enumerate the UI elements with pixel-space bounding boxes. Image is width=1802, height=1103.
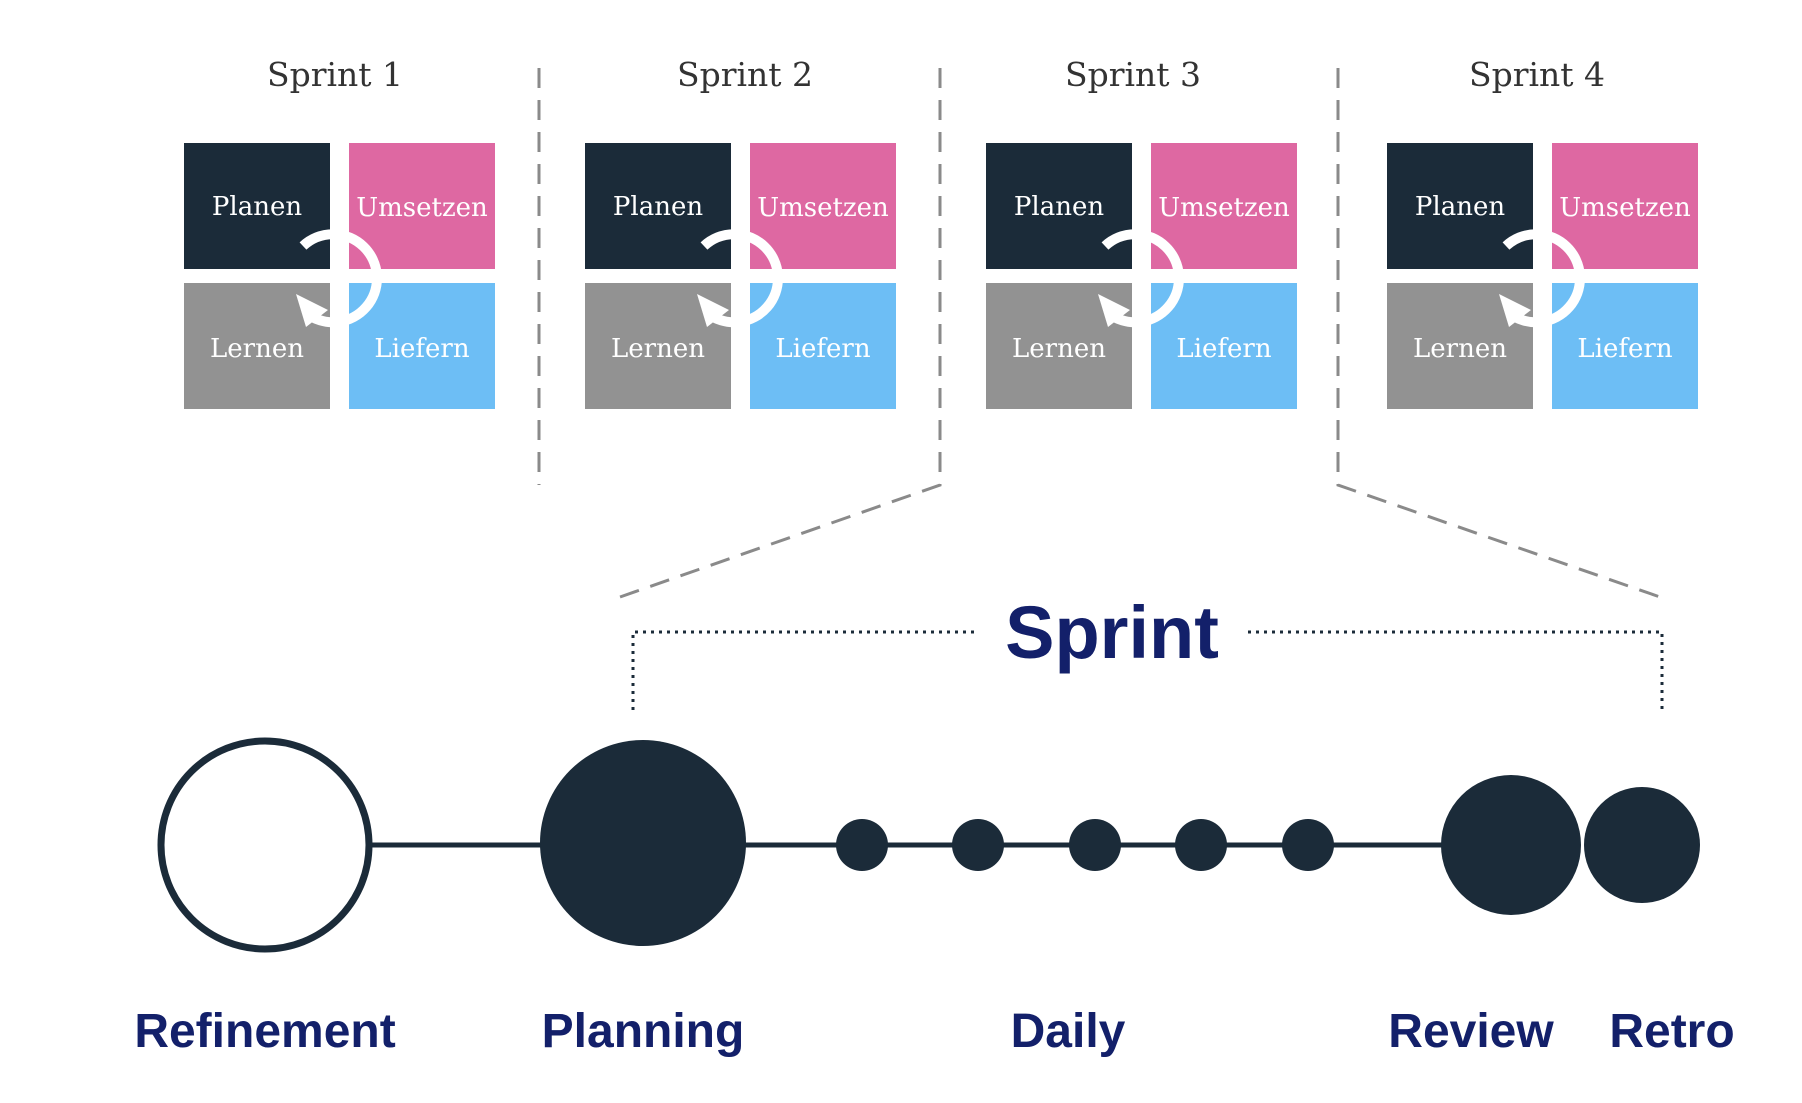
quadrant-label-learn: Lernen [1413, 334, 1507, 364]
quadrant-label-deliver: Liefern [1176, 334, 1271, 364]
divider-2-zoom-left [619, 68, 942, 599]
quadrant-label-plan: Planen [1014, 192, 1104, 222]
sprint-bracket-label: Sprint [1005, 591, 1219, 674]
quadrant-execute [1151, 143, 1297, 269]
event-daily-dot-5 [1282, 819, 1334, 871]
quadrant-label-execute: Umsetzen [757, 193, 889, 223]
event-daily-dot-2 [952, 819, 1004, 871]
event-daily-dot-3 [1069, 819, 1121, 871]
event-label-review: Review [1388, 1005, 1554, 1058]
sprint-block-3: Planen Umsetzen Lernen Liefern [986, 143, 1297, 409]
quadrant-label-execute: Umsetzen [356, 193, 488, 223]
quadrant-label-execute: Umsetzen [1559, 193, 1691, 223]
event-review-circle [1441, 775, 1581, 915]
quadrant-label-execute: Umsetzen [1158, 193, 1290, 223]
cycle-arrowhead-icon [1499, 294, 1531, 327]
sprint-bracket-right [1248, 630, 1664, 710]
quadrant-label-plan: Planen [1415, 192, 1505, 222]
event-daily-dot-1 [836, 819, 888, 871]
quadrant-label-deliver: Liefern [374, 334, 469, 364]
quadrant-execute [750, 143, 896, 269]
divider-3-zoom-right [1336, 68, 1661, 599]
cycle-arrow-icon [1502, 229, 1585, 328]
quadrant-label-plan: Planen [613, 192, 703, 222]
sprint-title-4: Sprint 4 [1469, 55, 1605, 94]
cycle-arrowhead-icon [296, 294, 328, 327]
quadrant-execute [1552, 143, 1698, 269]
event-label-refinement: Refinement [134, 1005, 395, 1058]
quadrant-label-deliver: Liefern [775, 334, 870, 364]
quadrant-execute [349, 143, 495, 269]
cycle-arrowhead-icon [697, 294, 729, 327]
quadrant-label-learn: Lernen [611, 334, 705, 364]
quadrant-label-plan: Planen [212, 192, 302, 222]
sprint-title-3: Sprint 3 [1065, 55, 1201, 94]
sprint-title-2: Sprint 2 [677, 55, 813, 94]
sprint-block-1: Planen Umsetzen Lernen Liefern [184, 143, 495, 409]
cycle-arrow-icon [299, 229, 382, 328]
sprint-bracket-left [631, 630, 975, 710]
sprint-dividers [537, 68, 1661, 599]
cycle-arrow-icon [700, 229, 783, 328]
event-planning-circle [540, 740, 746, 946]
sprint-block-2: Planen Umsetzen Lernen Liefern [585, 143, 896, 409]
sprint-block-4: Planen Umsetzen Lernen Liefern [1387, 143, 1698, 409]
quadrant-label-learn: Lernen [1012, 334, 1106, 364]
cycle-arrow-icon [1101, 229, 1184, 328]
event-label-daily: Daily [1011, 1005, 1126, 1058]
event-daily-dot-4 [1175, 819, 1227, 871]
cycle-arrowhead-icon [1098, 294, 1130, 327]
sprint-bracket [631, 630, 1664, 710]
event-label-planning: Planning [542, 1005, 745, 1058]
sprint-title-1: Sprint 1 [267, 55, 403, 94]
quadrant-label-learn: Lernen [210, 334, 304, 364]
quadrant-label-deliver: Liefern [1577, 334, 1672, 364]
event-retro-circle [1584, 787, 1700, 903]
event-label-retro: Retro [1609, 1005, 1734, 1058]
event-refinement-circle [157, 737, 373, 953]
